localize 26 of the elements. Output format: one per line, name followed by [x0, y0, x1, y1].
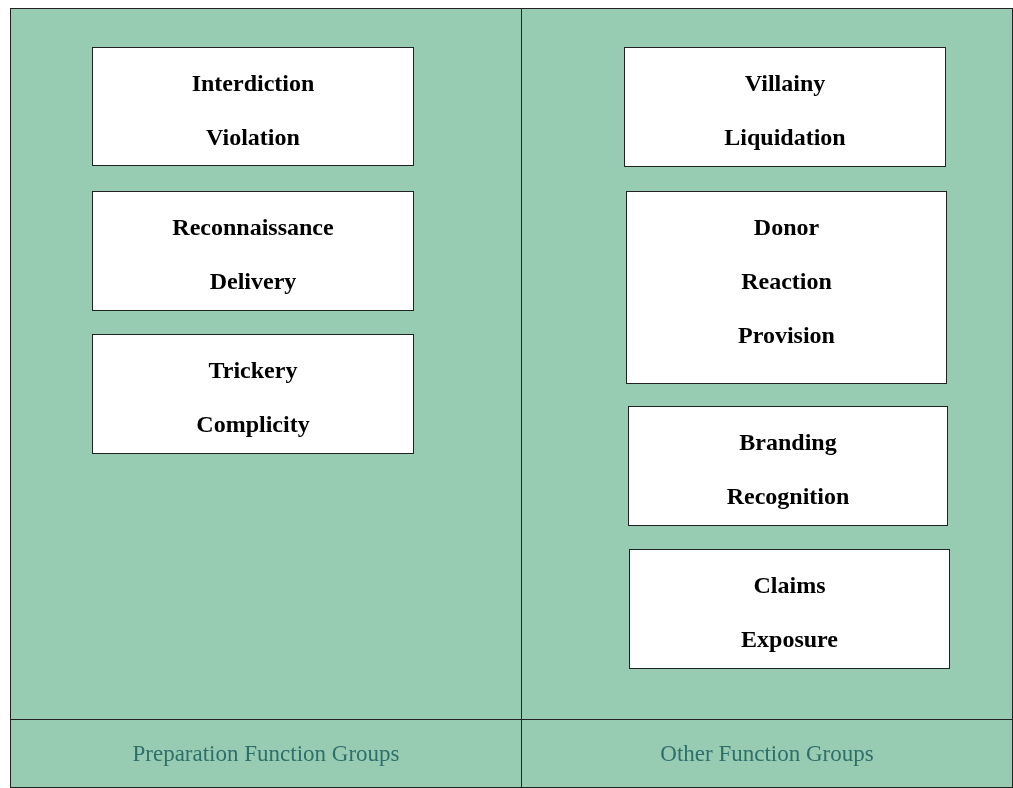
function-name: Trickery	[207, 356, 299, 385]
function-name: Villainy	[743, 69, 827, 98]
function-name: Provision	[737, 321, 836, 350]
function-name: Liquidation	[723, 123, 847, 152]
function-name: Reaction	[740, 267, 833, 296]
function-box	[626, 191, 947, 384]
function-box	[92, 47, 414, 166]
group-title: Other Function Groups	[660, 740, 874, 767]
group-panel	[10, 8, 522, 788]
function-box	[92, 334, 414, 454]
function-name: Branding	[738, 428, 838, 457]
function-name: Exposure	[740, 625, 839, 654]
function-box	[628, 406, 948, 526]
function-name: Reconnaissance	[171, 213, 335, 242]
function-box	[624, 47, 946, 167]
function-box	[629, 549, 950, 669]
function-name: Violation	[205, 123, 301, 152]
function-box	[92, 191, 414, 311]
group-title: Preparation Function Groups	[132, 740, 400, 767]
function-name: Recognition	[725, 482, 851, 511]
function-name: Donor	[752, 213, 821, 242]
function-name: Interdiction	[190, 69, 316, 98]
function-name: Delivery	[208, 267, 298, 296]
group-panel	[521, 8, 1013, 788]
function-name: Claims	[752, 571, 827, 600]
function-name: Complicity	[195, 410, 311, 439]
